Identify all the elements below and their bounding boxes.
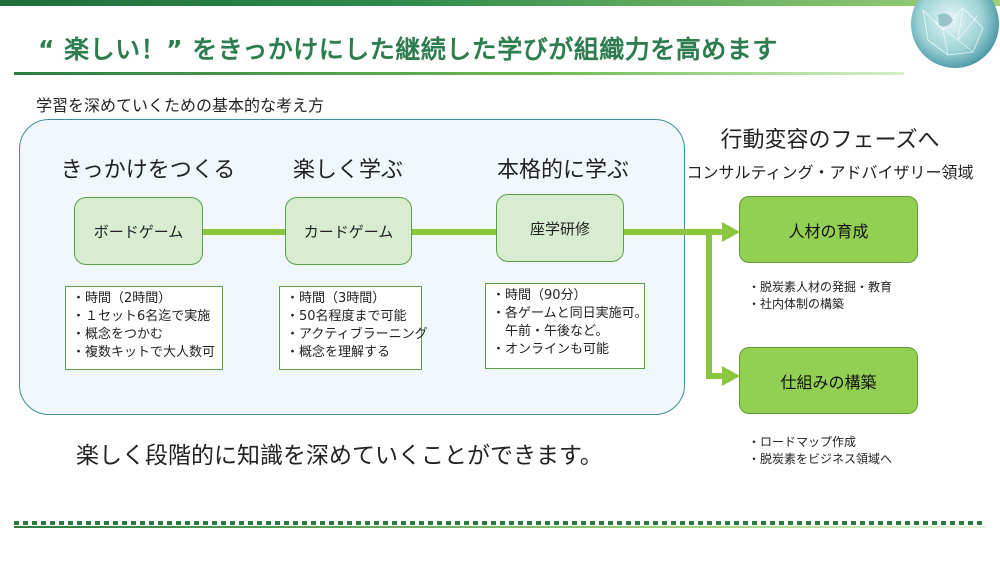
note-line: ・複数キットで大人数可 (72, 345, 216, 360)
top-accent-bar (0, 0, 1000, 6)
stage-heading-3: 本格的に学ぶ (496, 158, 629, 183)
flow-connector-3 (624, 229, 710, 235)
note-line: ・１セット6名迄で実施 (72, 309, 211, 324)
outcome-box-system: 仕組みの構築 (739, 347, 918, 414)
flow-connector-1 (203, 229, 285, 235)
stage-notes-2: ・時間（3時間） ・50名程度まで可能 ・アクティブラーニング ・概念を理解する (279, 286, 428, 370)
stage-heading-2: 楽しく学ぶ (292, 158, 403, 183)
flow-connector-5 (706, 373, 726, 379)
arrow-right-icon (722, 222, 740, 242)
stage-notes-3: ・時間（90分） ・各ゲームと同日実施可。 午前・午後など。 ・オンラインも可能 (485, 283, 648, 369)
phase-title: 行動変容のフェーズへ (720, 128, 940, 153)
phase-subtitle: コンサルティング・アドバイザリー領域 (686, 163, 974, 182)
title-underline (14, 72, 904, 75)
flow-connector-4 (706, 229, 726, 235)
bullet-line: ・脱炭素をビジネス領域へ (748, 452, 893, 466)
stage-box-lecture: 座学研修 (496, 194, 624, 262)
bullet-line: ・脱炭素人材の発掘・教育 (748, 280, 893, 294)
note-line: ・概念を理解する (286, 345, 391, 360)
outcome-box-talent: 人材の育成 (739, 196, 918, 263)
outcome-bullets-system: ・ロードマップ作成 ・脱炭素をビジネス領域へ (748, 434, 892, 468)
slide-title: “ 楽しい！” をきっかけにした継続した学びが組織力を高めます (38, 35, 778, 64)
arrow-right-icon (722, 366, 740, 386)
summary-text: 楽しく段階的に知識を深めていくことができます。 (76, 443, 603, 469)
footer-dashed-rule (14, 521, 986, 525)
note-line: ・時間（2時間） (72, 291, 172, 306)
stage-box-board-game: ボードゲーム (74, 197, 203, 265)
globe-icon (911, 0, 999, 68)
outcome-bullets-talent: ・脱炭素人材の発掘・教育 ・社内体制の構築 (748, 279, 892, 313)
note-line: ・時間（3時間） (286, 291, 386, 306)
note-line: ・アクティブラーニング (286, 327, 428, 342)
flow-connector-2 (412, 229, 496, 235)
note-line: ・50名程度まで可能 (286, 309, 407, 324)
note-line: ・各ゲームと同日実施可。 (492, 306, 648, 321)
stage-notes-1: ・時間（2時間） ・１セット6名迄で実施 ・概念をつかむ ・複数キットで大人数可 (65, 286, 223, 370)
stage-heading-1: きっかけをつくる (60, 158, 236, 183)
note-line: ・概念をつかむ (72, 327, 164, 342)
bullet-line: ・ロードマップ作成 (748, 435, 857, 449)
stage-box-card-game: カードゲーム (285, 197, 412, 265)
footer-rule (14, 526, 986, 528)
flow-connector-down (706, 229, 712, 379)
subtitle: 学習を深めていくための基本的な考え方 (36, 96, 325, 115)
note-line: ・オンラインも可能 (492, 342, 610, 357)
note-line: 午前・午後など。 (492, 324, 609, 339)
note-line: ・時間（90分） (492, 288, 587, 303)
bullet-line: ・社内体制の構築 (748, 297, 845, 311)
